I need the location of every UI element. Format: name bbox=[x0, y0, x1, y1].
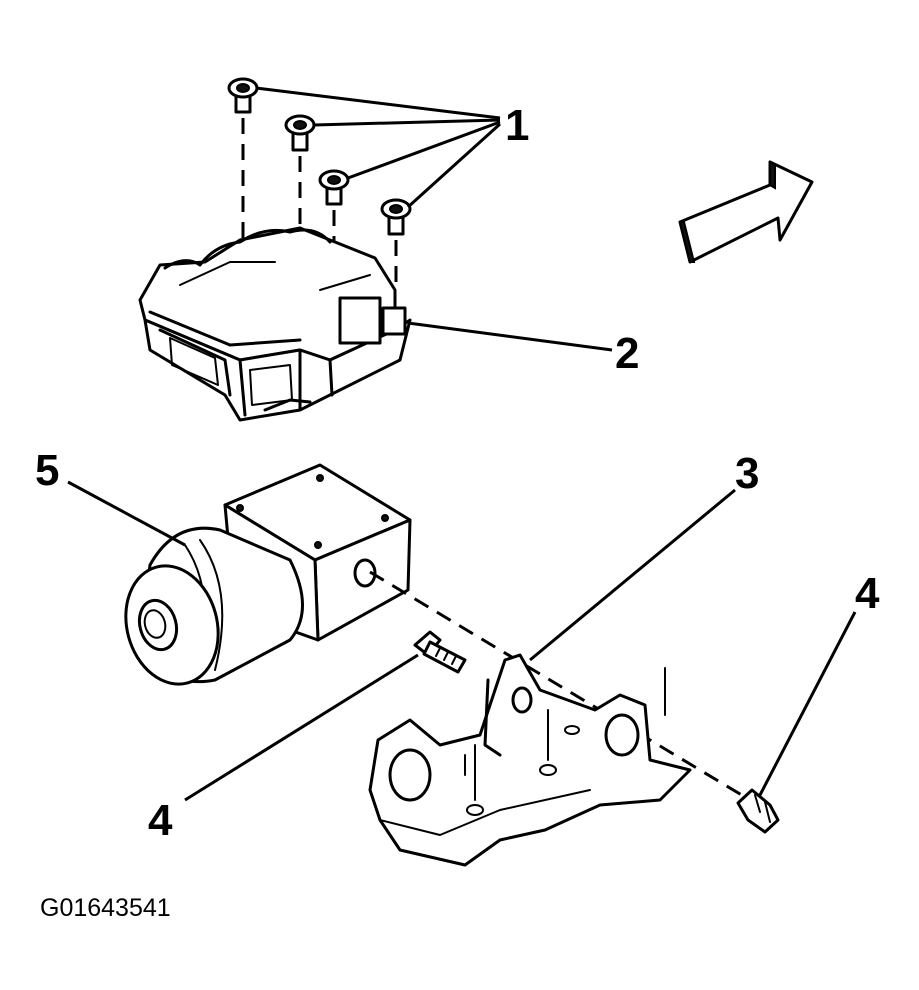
leader-line-3 bbox=[529, 488, 736, 662]
bolt-right bbox=[736, 788, 780, 834]
callout-5: 5 bbox=[35, 446, 59, 495]
motor-assembly bbox=[124, 463, 412, 686]
mounting-bracket bbox=[368, 653, 692, 867]
leader-line-4a bbox=[184, 653, 419, 802]
leader-lines-1 bbox=[255, 86, 502, 209]
bolt-left bbox=[413, 630, 467, 674]
callout-3: 3 bbox=[735, 449, 759, 498]
leader-line-2 bbox=[407, 321, 613, 352]
leader-line-5 bbox=[67, 480, 186, 547]
leader-line-4b bbox=[758, 611, 857, 796]
screw-1b bbox=[284, 114, 316, 152]
callout-4-left: 4 bbox=[148, 796, 173, 845]
screw-1a bbox=[227, 77, 259, 114]
forward-arrow-icon bbox=[678, 160, 814, 264]
callout-4-right: 4 bbox=[855, 569, 880, 618]
screw-1c bbox=[318, 169, 350, 206]
screw-1d bbox=[380, 198, 412, 236]
callout-1: 1 bbox=[505, 101, 529, 150]
callout-2: 2 bbox=[615, 329, 639, 378]
control-module bbox=[138, 226, 412, 422]
figure-id: G01643541 bbox=[40, 894, 171, 922]
